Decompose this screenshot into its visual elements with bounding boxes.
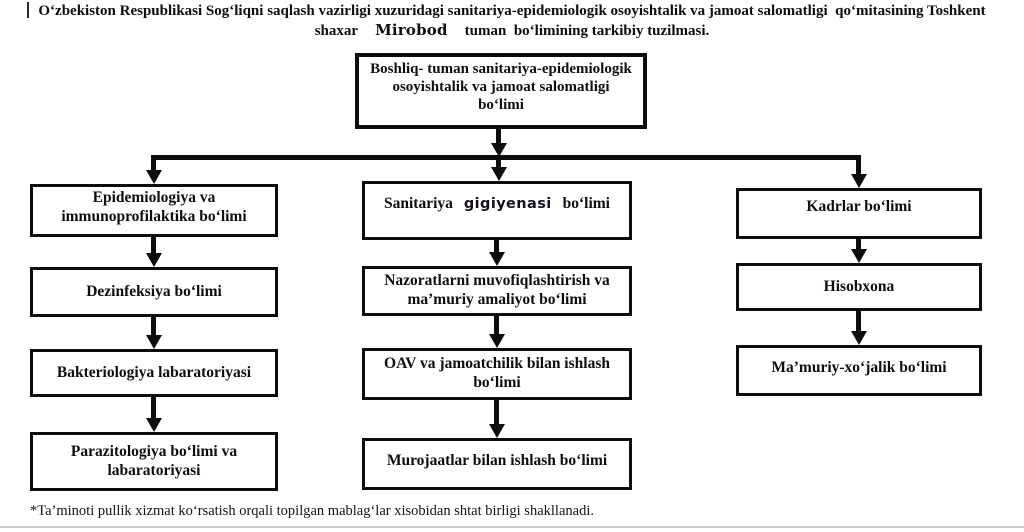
connector-arrow-left-3 [145,397,162,432]
title-line2-post: tuman bo‘limining tarkibiy tuzilmasi. [464,23,710,39]
connector-arrow-right-2 [850,311,867,345]
footnote-text: *Ta’minoti pullik xizmat ko‘rsatish orqa… [30,503,594,519]
connector-arrow-middle-2 [488,316,505,348]
page-title-line-1: O‘zbekiston Respublikasi Sog‘liqni saqla… [38,3,986,19]
org-node-hisobxona-label: Hisobxona [823,277,895,295]
connector-arrow-bus-to-right [850,160,867,188]
org-node-murojaatlar-label: Murojaatlar bilan ishlash bo‘limi [386,452,608,470]
org-node-sanitariya-gigiyenasi: Sanitariya gigiyenasi bo‘limi [362,181,632,240]
org-node-root: Boshliq- tuman sanitariya-epidemiologik … [355,53,647,129]
connector-arrow-left-1 [145,237,162,267]
connector-arrow-middle-3 [488,400,505,438]
org-node-parazitologiya-label: Parazitologiya bo‘limi va labaratoriyasi [70,442,238,479]
sanitariya-label-emphasis: gigiyenasi [463,196,552,213]
connector-bus-line [151,155,861,160]
org-node-mamuriy-xojalik: Ma’muriy-xo‘jalik bo‘limi [736,345,982,396]
org-node-dezinfeksiya-label: Dezinfeksiya bo‘limi [86,282,222,300]
org-node-bakteriologiya-label: Bakteriologiya labaratoriyasi [56,363,252,381]
org-node-oav: OAV va jamoatchilik bilan ishlash bo‘lim… [362,348,632,400]
org-node-oav-label: OAV va jamoatchilik bilan ishlash bo‘lim… [384,355,610,391]
org-node-root-label: Boshliq- tuman sanitariya-epidemiologik … [370,61,632,113]
connector-arrow-root-to-bus [490,129,507,157]
sanitariya-label-part1: Sanitariya [384,195,453,213]
connector-arrow-bus-to-middle [490,160,507,181]
sanitariya-label-part2: bo‘limi [562,195,610,213]
org-node-dezinfeksiya: Dezinfeksiya bo‘limi [30,267,278,317]
page-title-line-2: shaxar Mirobod tuman bo‘limining tarkibiy … [0,21,1024,40]
org-node-nazoratlar: Nazoratlarni muvofiqlashtirish va ma’mur… [362,266,632,316]
title-line2-pre: shaxar [314,23,359,39]
connector-arrow-left-2 [145,317,162,349]
bottom-divider-line [0,526,1024,528]
title-district-name: Mirobod [375,21,448,39]
org-node-nazoratlar-label: Nazoratlarni muvofiqlashtirish va ma’mur… [384,272,610,308]
connector-arrow-middle-1 [488,240,505,266]
connector-arrow-right-1 [850,239,867,263]
connector-arrow-bus-to-left [145,160,162,184]
org-node-epidemiologiya-label: Epidemiologiya va immunoprofilaktika bo‘… [61,189,247,225]
org-node-kadrlar: Kadrlar bo‘limi [736,188,982,239]
org-node-bakteriologiya: Bakteriologiya labaratoriyasi [30,349,278,397]
text-caret-mark [27,2,29,18]
org-node-murojaatlar: Murojaatlar bilan ishlash bo‘limi [362,438,632,490]
org-node-parazitologiya: Parazitologiya bo‘limi va labaratoriyasi [30,432,278,491]
org-node-hisobxona: Hisobxona [736,263,982,311]
org-node-mamuriy-xojalik-label: Ma’muriy-xo‘jalik bo‘limi [771,358,947,376]
org-node-sanitariya-gigiyenasi-label: Sanitariya gigiyenasi bo‘limi [380,195,614,214]
org-node-epidemiologiya: Epidemiologiya va immunoprofilaktika bo‘… [30,184,278,237]
org-node-kadrlar-label: Kadrlar bo‘limi [806,198,912,216]
